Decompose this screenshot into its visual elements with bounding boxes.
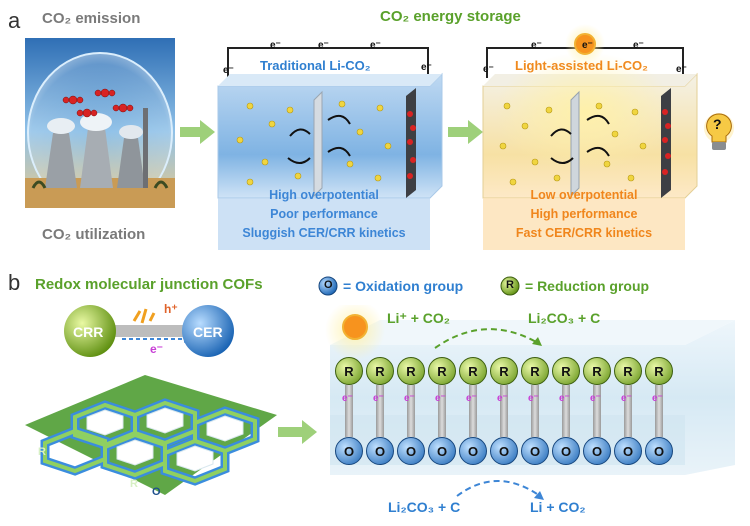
link-electron-label: e⁻ xyxy=(621,393,632,404)
cell2-line-1: Low overpotential xyxy=(530,188,638,202)
cell2-electron-5: e⁻ xyxy=(676,64,687,75)
cell1-electron-3: e⁻ xyxy=(318,40,329,51)
link-electron-label: e⁻ xyxy=(466,393,477,404)
oxidation-group-ball: O xyxy=(583,437,611,465)
link-electron-label: e⁻ xyxy=(590,393,601,404)
oxidation-legend-symbol: O xyxy=(324,279,333,291)
oxidation-group-ball: O xyxy=(366,437,394,465)
molecular-link xyxy=(469,385,477,437)
reduction-legend-text: = Reduction group xyxy=(525,278,650,294)
reduction-group-ball: R xyxy=(614,357,642,385)
traditional-cell xyxy=(217,47,443,250)
molecular-link xyxy=(345,385,353,437)
oxidation-group-ball: O xyxy=(459,437,487,465)
reaction-top-right: Li₂CO₃ + C xyxy=(528,310,601,326)
reaction-top-left: Li⁺ + CO₂ xyxy=(387,310,451,326)
top-dashed-arrow xyxy=(434,328,542,349)
link-electron-label: e⁻ xyxy=(652,393,663,404)
oxidation-group-ball: O xyxy=(490,437,518,465)
panel-a-letter: a xyxy=(8,8,21,33)
green-arrow-1 xyxy=(180,120,215,144)
molecular-link xyxy=(562,385,570,437)
reduction-group-ball: R xyxy=(521,357,549,385)
link-electron-label: e⁻ xyxy=(559,393,570,404)
cell1-electron-4: e⁻ xyxy=(370,40,381,51)
hex-r-label-1: R xyxy=(38,446,46,458)
light-bulb-icon xyxy=(704,113,734,150)
link-electron-label: e⁻ xyxy=(497,393,508,404)
redox-junction xyxy=(64,305,234,357)
cell1-line-2: Poor performance xyxy=(270,207,378,221)
cell2-line-3: Fast CER/CRR kinetics xyxy=(515,226,653,240)
hexagonal-cof-layer xyxy=(25,375,277,495)
reduction-group-ball: R xyxy=(366,357,394,385)
link-electron-label: e⁻ xyxy=(404,393,415,404)
link-electron-label: e⁻ xyxy=(528,393,539,404)
co2-energy-storage-title: CO₂ energy storage xyxy=(380,8,521,25)
link-electron-label: e⁻ xyxy=(342,393,353,404)
hole-label: h⁺ xyxy=(164,302,178,316)
reduction-group-ball: R xyxy=(397,357,425,385)
light-assisted-cell xyxy=(482,24,698,250)
cell2-electron-1: e⁻ xyxy=(483,64,494,75)
molecular-link xyxy=(531,385,539,437)
hex-o-label-1: O xyxy=(152,486,161,498)
reduction-group-ball: R xyxy=(583,357,611,385)
cell2-electron-2: e⁻ xyxy=(531,40,542,51)
molecular-link xyxy=(500,385,508,437)
cell1-line-1: High overpotential xyxy=(269,188,379,202)
reduction-group-ball: R xyxy=(490,357,518,385)
reduction-group-ball: R xyxy=(459,357,487,385)
cer-label: CER xyxy=(193,324,223,340)
cell2-line-2: High performance xyxy=(530,207,638,221)
oxidation-group-ball: O xyxy=(521,437,549,465)
panel-b-letter: b xyxy=(8,270,21,295)
oxidation-group-ball: O xyxy=(552,437,580,465)
reduction-group-ball: R xyxy=(335,357,363,385)
factory-image xyxy=(25,38,175,208)
crr-label: CRR xyxy=(73,324,104,340)
cell1-electron-2: e⁻ xyxy=(270,40,281,51)
oxidation-group-ball: O xyxy=(614,437,642,465)
oxidation-legend-ball xyxy=(318,276,338,296)
light-assisted-cell-title: Light-assisted Li-CO₂ xyxy=(515,58,648,73)
cell1-electron-1: e⁻ xyxy=(223,65,234,76)
reduction-legend-ball xyxy=(500,276,520,296)
cell1-line-3: Sluggish CER/CRR kinetics xyxy=(242,226,406,240)
question-mark: ? xyxy=(713,116,722,132)
cof-title: Redox molecular junction COFs xyxy=(35,276,263,293)
molecular-link xyxy=(593,385,601,437)
reaction-bottom-left: Li₂CO₃ + C xyxy=(388,499,461,515)
molecular-link xyxy=(438,385,446,437)
hex-r-label-2: R xyxy=(130,478,138,490)
traditional-cell-title: Traditional Li-CO₂ xyxy=(260,58,371,73)
reduction-legend-symbol: R xyxy=(506,279,514,291)
molecular-link xyxy=(376,385,384,437)
cell2-electron-4: e⁻ xyxy=(633,40,644,51)
link-electron-label: e⁻ xyxy=(435,393,446,404)
co2-utilization-title: CO₂ utilization xyxy=(42,226,146,243)
co2-emission-title: CO₂ emission xyxy=(42,10,141,27)
reduction-group-ball: R xyxy=(645,357,673,385)
oxidation-legend-text: = Oxidation group xyxy=(343,278,464,294)
bottom-dashed-arrow xyxy=(456,480,544,500)
molecular-link xyxy=(407,385,415,437)
green-arrow-2 xyxy=(448,120,483,144)
cell2-electron-3: e⁻ xyxy=(582,40,593,51)
electron-label: e⁻ xyxy=(150,342,164,356)
cell1-electron-5: e⁻ xyxy=(421,62,432,73)
molecular-link xyxy=(655,385,663,437)
reduction-group-ball: R xyxy=(552,357,580,385)
green-arrow-3 xyxy=(278,420,317,444)
link-electron-label: e⁻ xyxy=(373,393,384,404)
oxidation-group-ball: O xyxy=(397,437,425,465)
oxidation-group-ball: O xyxy=(428,437,456,465)
oxidation-group-ball: O xyxy=(645,437,673,465)
molecular-link xyxy=(624,385,632,437)
reaction-bottom-right: Li + CO₂ xyxy=(530,499,586,515)
reduction-group-ball: R xyxy=(428,357,456,385)
oxidation-group-ball: O xyxy=(335,437,363,465)
